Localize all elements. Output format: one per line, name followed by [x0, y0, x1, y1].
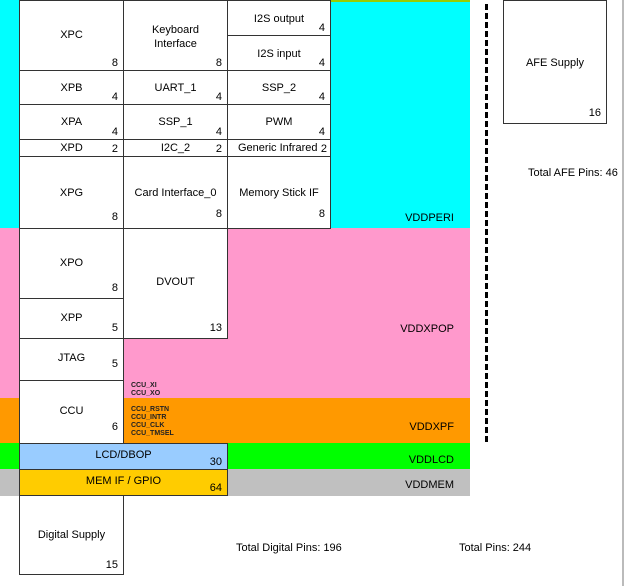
total-digital-pins: Total Digital Pins: 196 [236, 542, 342, 554]
dvout-pins-count: 13 [209, 322, 222, 334]
ssp2-label-label: SSP_2 [261, 82, 297, 94]
xpc-pins-count: 8 [111, 57, 118, 69]
card-pins-count: 8 [215, 208, 222, 220]
xpd-pins-count: 2 [111, 143, 118, 155]
mem-label-label: MEM IF / GPIO [85, 475, 162, 487]
lcd-pins-count: 30 [209, 456, 222, 468]
xpb-pins-count: 4 [111, 91, 118, 103]
pwm-pins-count: 4 [318, 126, 325, 138]
ssp1-pins-count: 4 [215, 126, 222, 138]
block-xpc: XPC 8 [19, 0, 124, 71]
block-mem-if-gpio: MEM IF / GPIO 64 [19, 469, 228, 496]
block-uart1: UART_1 4 [123, 70, 228, 105]
ssp1-label-label: SSP_1 [158, 116, 193, 128]
keyboard-pins-count: 8 [215, 57, 222, 69]
i2c2-pins-count: 2 [215, 143, 222, 155]
intr-label: CCU_INTR [131, 414, 167, 421]
block-dvout: DVOUT 13 [123, 228, 228, 339]
total-afe-pins: Total AFE Pins: 46 [528, 167, 618, 179]
vddlcd-label: VDDLCD [408, 454, 454, 466]
xo-label: CCU_XO [131, 390, 161, 397]
lcd-label-label: LCD/DBOP [95, 449, 152, 461]
i2s-out-pins-count: 4 [318, 22, 325, 34]
block-i2c2: I2C_2 2 [123, 139, 228, 157]
tmsel-label: CCU_TMSEL [131, 430, 174, 437]
ccu-pins-count: 6 [111, 421, 118, 433]
block-i2s-input: I2S input 4 [227, 35, 331, 71]
infrared-pins-count: 2 [320, 143, 327, 155]
block-i2s-output: I2S output 4 [227, 0, 331, 36]
mstick-pins-count: 8 [318, 208, 325, 220]
vddxpop-label: VDDXPOP [400, 323, 454, 335]
ssp2-pins-count: 4 [318, 91, 325, 103]
jtag-pins-count: 5 [111, 358, 118, 370]
afe-pins-count: 16 [588, 107, 601, 119]
i2c2-label-label: I2C_2 [160, 142, 191, 154]
i2s-out-label-label: I2S output [253, 13, 305, 25]
xpp-label-label: XPP [60, 312, 83, 324]
jtag-label-label: JTAG [57, 352, 86, 364]
xpa-label-label: XPA [60, 116, 83, 128]
xi-label: CCU_XI [131, 382, 157, 389]
afe-digital-divider [485, 4, 488, 442]
ccu-label-label: CCU [59, 405, 84, 417]
xpp-pins-count: 5 [111, 322, 118, 334]
digital-label-label: Digital Supply [37, 529, 106, 541]
rstn-label: CCU_RSTN [131, 406, 170, 413]
right-edge [622, 0, 624, 586]
i2s-in-pins-count: 4 [318, 57, 325, 69]
clk-label: CCU_CLK [131, 422, 165, 429]
block-xpa: XPA 4 [19, 104, 124, 140]
i2s-in-label-label: I2S input [257, 48, 301, 60]
mstick-label-label: Memory Stick IF [239, 187, 319, 199]
xpc-label-label: XPC [60, 29, 83, 41]
xpb-label-label: XPB [60, 82, 83, 94]
xpo-pins-count: 8 [111, 282, 118, 294]
xpa-pins-count: 4 [111, 126, 118, 138]
block-jtag: JTAG 5 [19, 338, 124, 381]
uart1-pins-count: 4 [215, 91, 222, 103]
total-pins: Total Pins: 244 [459, 542, 532, 554]
block-keyboard: Keyboard Interface 8 [123, 0, 228, 71]
card-label-label: Card Interface_0 [134, 187, 217, 199]
block-ssp1: SSP_1 4 [123, 104, 228, 140]
xpd-label-label: XPD [60, 142, 83, 154]
block-afe-supply: AFE Supply 16 [503, 0, 607, 124]
mem-pins-count: 64 [209, 482, 222, 494]
dvout-label-label: DVOUT [156, 276, 195, 288]
block-xpd: XPD 2 [19, 139, 124, 157]
vddperi-label: VDDPERI [405, 212, 454, 224]
block-lcd-dbop: LCD/DBOP 30 [19, 443, 228, 470]
block-card-interface: Card Interface_0 8 [123, 156, 228, 229]
uart1-label-label: UART_1 [154, 82, 197, 94]
infrared-label-label: Generic Infrared [238, 142, 318, 154]
xpo-label-label: XPO [59, 257, 84, 269]
block-ssp2: SSP_2 4 [227, 70, 331, 105]
block-xpo: XPO 8 [19, 228, 124, 299]
block-xpg: XPG 8 [19, 156, 124, 229]
block-digital-supply: Digital Supply 15 [19, 495, 124, 575]
block-xpb: XPB 4 [19, 70, 124, 105]
block-pwm: PWM 4 [227, 104, 331, 140]
pwm-label-label: PWM [265, 116, 293, 128]
xpg-pins-count: 8 [111, 211, 118, 223]
keyboard-label-label: Keyboard Interface [151, 24, 200, 50]
digital-pins-count: 15 [105, 559, 118, 571]
vddmem-label: VDDMEM [405, 479, 454, 491]
block-memory-stick: Memory Stick IF 8 [227, 156, 331, 229]
vddxpf-label: VDDXPF [409, 421, 454, 433]
block-xpp: XPP 5 [19, 298, 124, 339]
block-ccu: CCU 6 [19, 380, 124, 444]
afe-label-label: AFE Supply [525, 57, 585, 69]
xpg-label-label: XPG [59, 187, 84, 199]
